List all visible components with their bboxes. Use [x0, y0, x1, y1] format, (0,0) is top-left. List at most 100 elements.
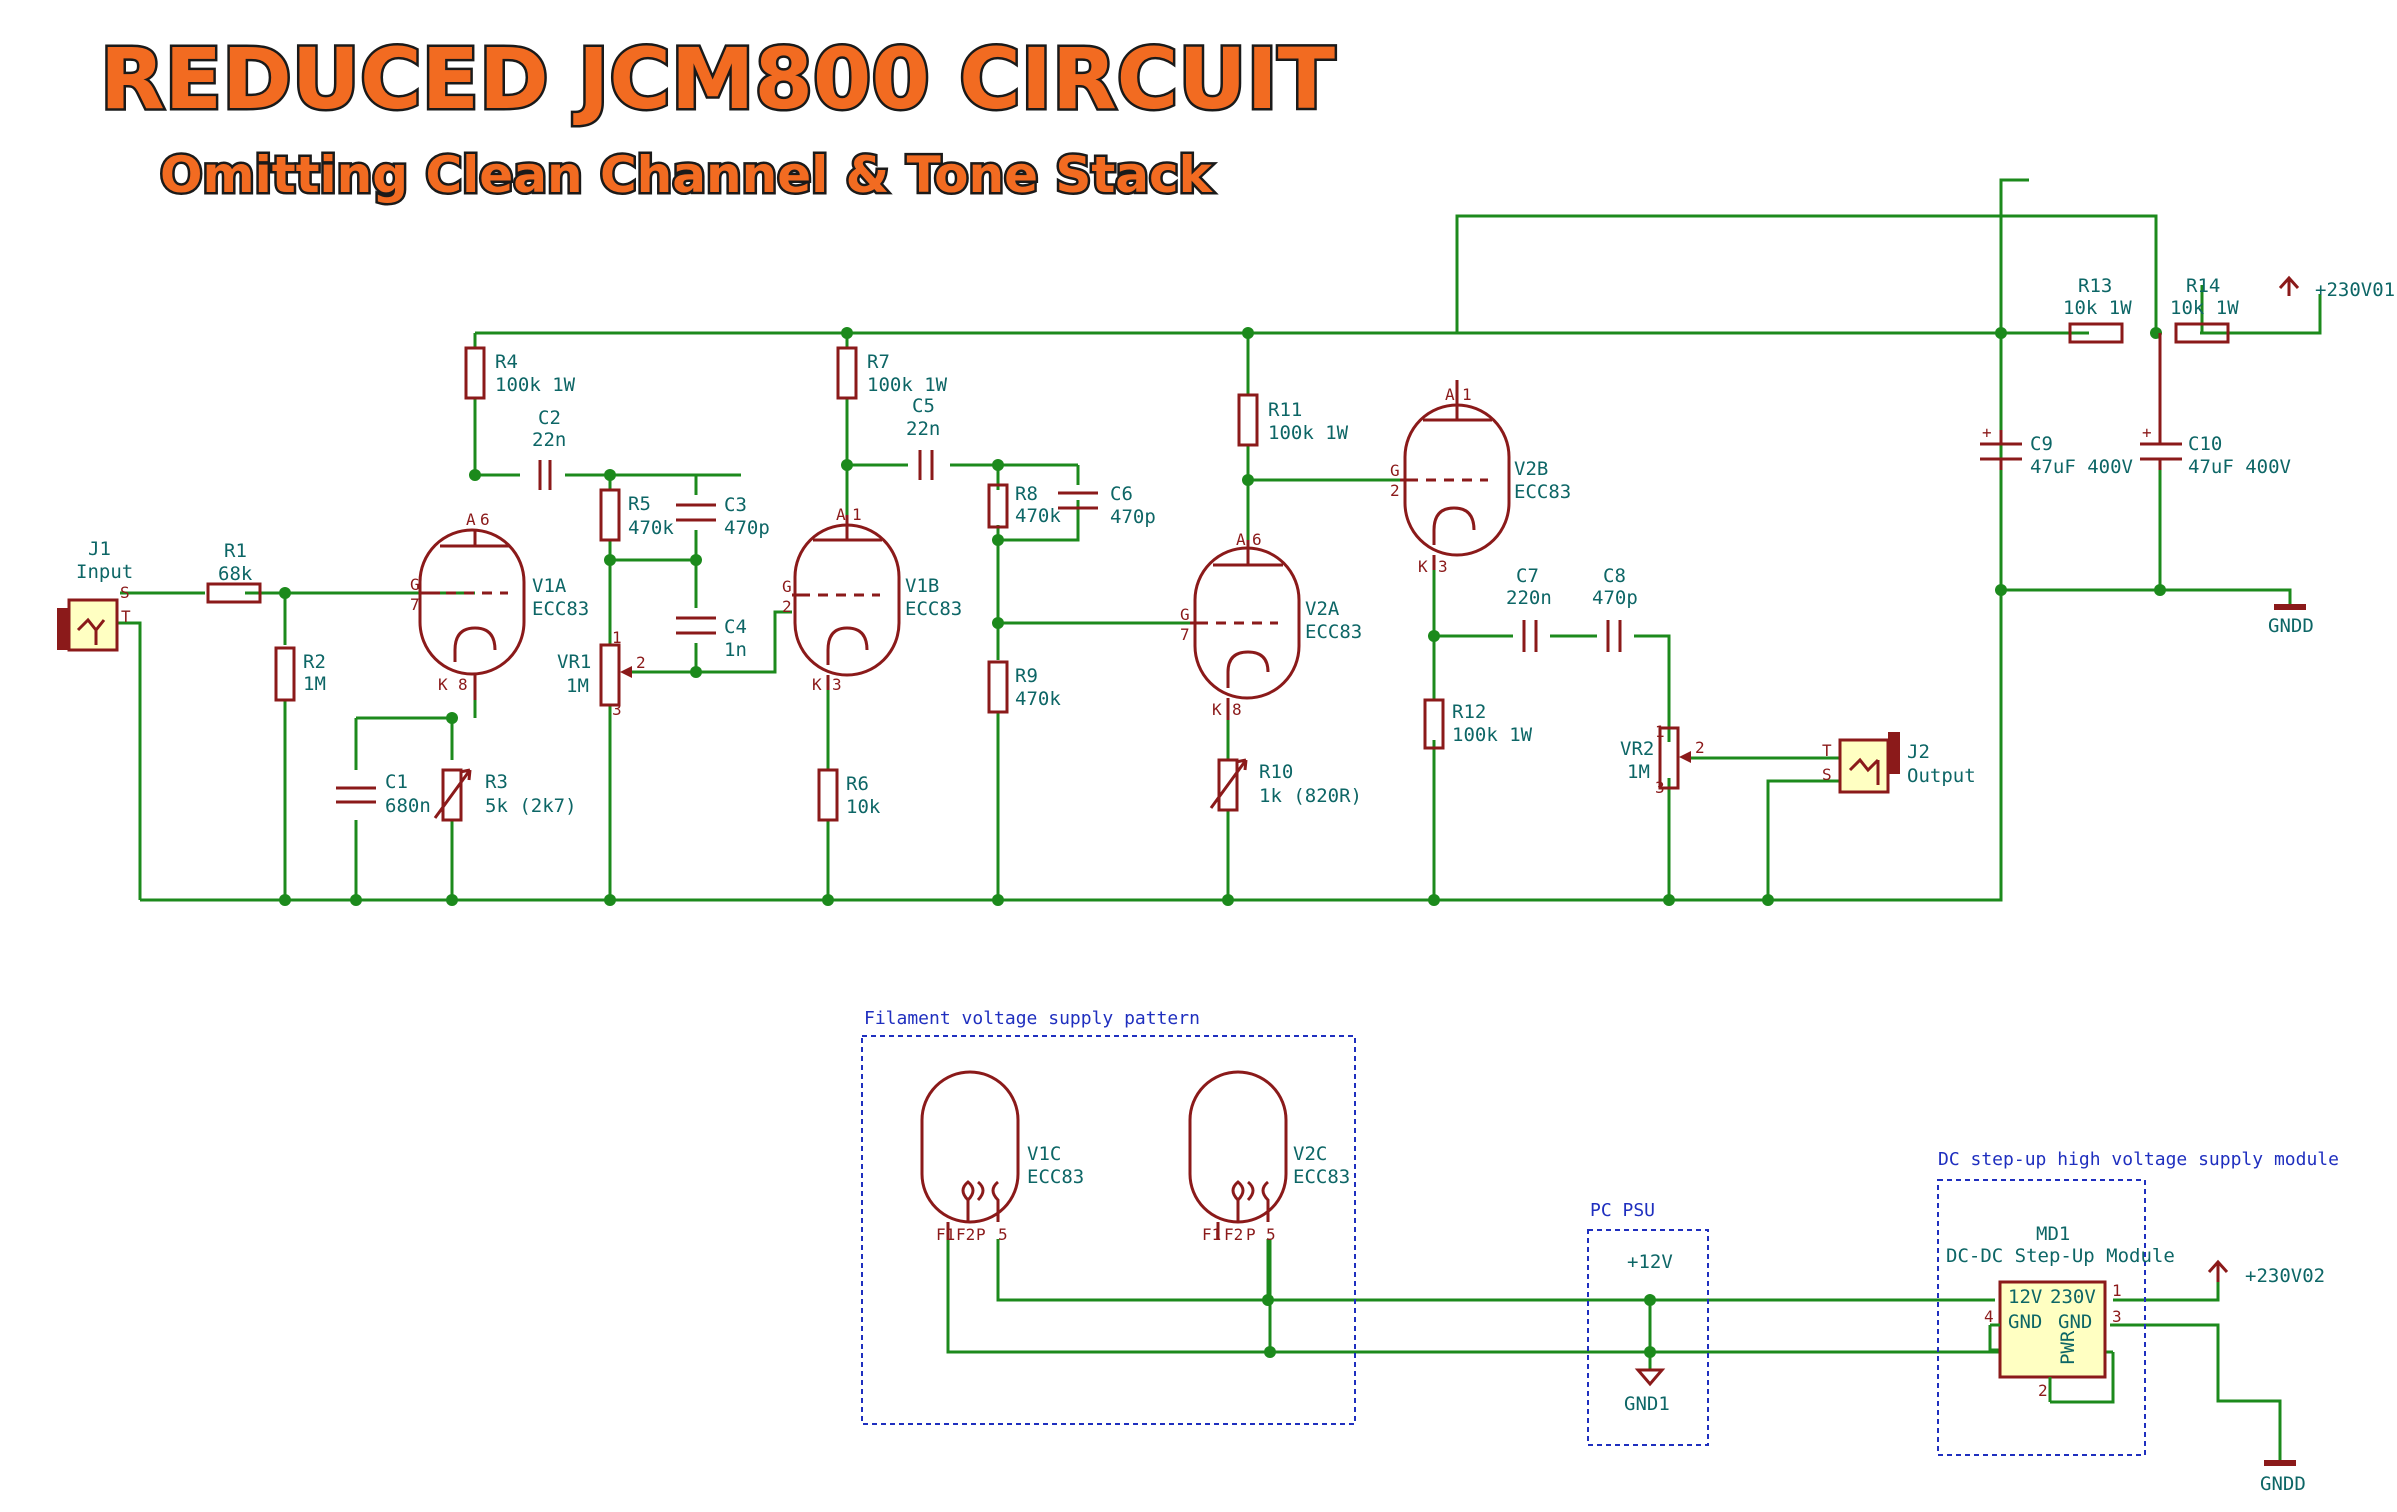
group-filament-label: Filament voltage supply pattern	[864, 1008, 1200, 1029]
md1-in: 12V	[2008, 1286, 2042, 1308]
vr1-value: 1M	[566, 675, 589, 697]
c10-plus: +	[2142, 423, 2152, 442]
v2c-pin-f1: F1	[1202, 1225, 1221, 1244]
hv1-label: +230V01	[2315, 279, 2395, 301]
r6-value: 10k	[846, 796, 881, 818]
v2c-pin5: 5	[1266, 1225, 1276, 1244]
tube-v1b: A 1 G 2 K 3 V1B ECC83	[782, 505, 962, 694]
j2-ref: J2	[1907, 741, 1930, 763]
capacitor-c4: C4 1n	[676, 616, 747, 661]
capacitor-c2: C2 22n	[532, 407, 566, 490]
hv2-label: +230V02	[2245, 1265, 2325, 1287]
v2b-pin-a: A	[1445, 385, 1455, 404]
c6-value: 470p	[1110, 506, 1156, 528]
j2-value: Output	[1907, 765, 1976, 787]
vr1-pin3: 3	[612, 700, 622, 719]
c5-value: 22n	[906, 418, 940, 440]
capacitor-c3: C3 470p	[676, 494, 770, 539]
resistor-r13: R13 10k 1W	[2063, 275, 2132, 344]
md1-pin1: 1	[2112, 1281, 2122, 1300]
r8-ref: R8	[1015, 483, 1038, 505]
junctions	[279, 327, 2166, 1358]
r1-ref: R1	[224, 540, 247, 562]
v1b-pin3: 3	[832, 675, 842, 694]
v2b-pin1: 1	[1462, 385, 1472, 404]
v1a-pin7: 7	[410, 595, 420, 614]
r14-value: 10k 1W	[2170, 297, 2239, 319]
v12-label: +12V	[1627, 1251, 1673, 1273]
gndd2-label: GNDD	[2260, 1473, 2306, 1495]
vr2-pin3: 3	[1655, 778, 1665, 797]
c9-ref: C9	[2030, 433, 2053, 455]
vr2-value: 1M	[1627, 761, 1650, 783]
c1-ref: C1	[385, 771, 408, 793]
jack-j1: J1 Input S T	[57, 538, 133, 652]
ground-gndd-bottom: GNDD	[2260, 1460, 2306, 1495]
r2-value: 1M	[303, 673, 326, 695]
md1-gnd-out: GND	[2058, 1311, 2092, 1333]
v1c-ref: V1C	[1027, 1143, 1061, 1165]
v1b-pin-k: K	[812, 675, 822, 694]
r9-ref: R9	[1015, 665, 1038, 687]
wires	[115, 178, 2322, 1460]
r7-ref: R7	[867, 351, 890, 373]
r8-value: 470k	[1015, 505, 1061, 527]
c4-value: 1n	[724, 639, 747, 661]
ground-gndd-top: GNDD	[2268, 604, 2314, 637]
v1c-pin-f1: F1	[936, 1225, 955, 1244]
capacitor-c10: + C10 47uF 400V	[2140, 333, 2291, 478]
r9-value: 470k	[1015, 688, 1061, 710]
vr1-ref: VR1	[557, 651, 591, 673]
md1-wire-in	[1988, 1323, 2000, 1352]
r6-ref: R6	[846, 773, 869, 795]
v1c-value: ECC83	[1027, 1166, 1084, 1188]
v1a-pin6: 6	[480, 510, 490, 529]
v2b-pin-k: K	[1418, 557, 1428, 576]
r13-value: 10k 1W	[2063, 297, 2132, 319]
vr2-ref: VR2	[1620, 738, 1654, 760]
v2b-pin2: 2	[1390, 481, 1400, 500]
r10-ref: R10	[1259, 761, 1293, 783]
resistor-r5: R5 470k	[599, 488, 674, 542]
v2c-ref: V2C	[1293, 1143, 1327, 1165]
gnd1-label: GND1	[1624, 1393, 1670, 1415]
c2-ref: C2	[538, 407, 561, 429]
r5-ref: R5	[628, 493, 651, 515]
v1b-value: ECC83	[905, 598, 962, 620]
v2a-pin-g: G	[1180, 605, 1190, 624]
v2a-pin-a: A	[1236, 530, 1246, 549]
power-hv2: +230V02	[2207, 1259, 2325, 1287]
capacitor-c1: C1 680n	[336, 771, 431, 817]
vr2-pin2: 2	[1695, 738, 1705, 757]
gndd1-label: GNDD	[2268, 615, 2314, 637]
r5-value: 470k	[628, 517, 674, 539]
md1-pin3: 3	[2112, 1307, 2122, 1326]
v2c-pin-f2: F2	[1224, 1225, 1243, 1244]
c9-plus: +	[1982, 423, 1992, 442]
r13-ref: R13	[2078, 275, 2112, 297]
c4-ref: C4	[724, 616, 747, 638]
v1b-ref: V1B	[905, 575, 939, 597]
r1-value: 68k	[218, 563, 253, 585]
tube-v2a: A 6 G 7 K 8 V2A ECC83	[1180, 530, 1362, 720]
c6-ref: C6	[1110, 483, 1133, 505]
j2-pin-s: S	[1822, 765, 1832, 784]
md1-ref: MD1	[2036, 1223, 2070, 1245]
v2b-pin-g: G	[1390, 461, 1400, 480]
capacitor-c8: C8 470p	[1592, 565, 1638, 652]
module-md1: MD1 DC-DC Step-Up Module 12V 230V GND GN…	[1946, 1223, 2175, 1400]
r12-value: 100k 1W	[1452, 724, 1533, 746]
c10-ref: C10	[2188, 433, 2222, 455]
tube-v2b: A 1 G 2 K 3 V2B ECC83	[1390, 380, 1571, 576]
tube-v1c: F1 F2 P 5 V1C ECC83	[920, 1070, 1084, 1244]
resistor-r3: R3 5k (2k7)	[433, 768, 577, 822]
c5-ref: C5	[912, 395, 935, 417]
v1b-pin2: 2	[782, 597, 792, 616]
v1a-pin-a: A	[466, 510, 476, 529]
potentiometer-vr2: 1 2 3 VR2 1M	[1620, 722, 1705, 797]
r2-ref: R2	[303, 651, 326, 673]
group-psu	[1587, 1229, 1709, 1446]
capacitor-c7: C7 220n	[1506, 565, 1552, 652]
